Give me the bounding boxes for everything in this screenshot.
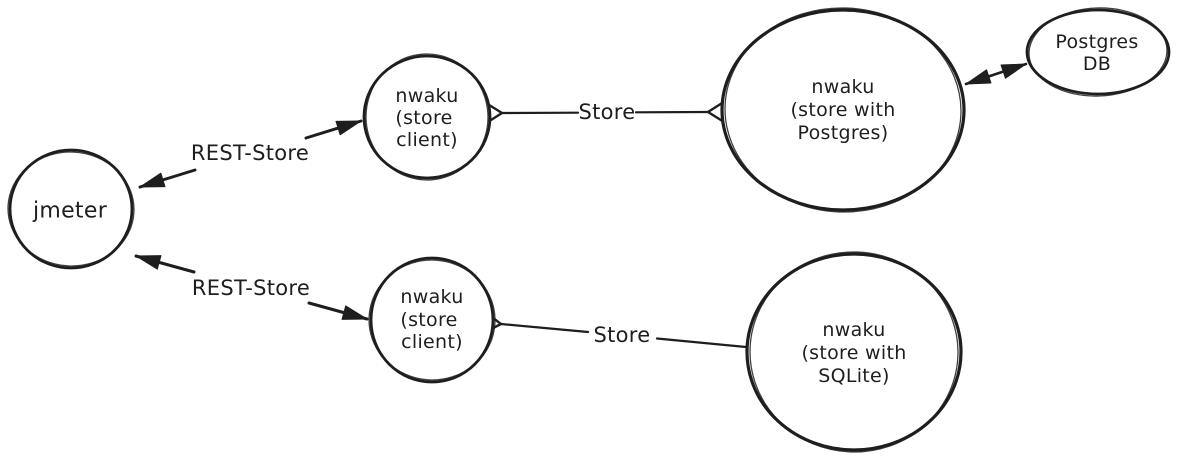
- node-store-client-bottom-label-line2: (store: [400, 309, 457, 331]
- node-jmeter-label: jmeter: [32, 199, 108, 224]
- node-jmeter: jmeter: [7, 148, 135, 270]
- edge-rest-store-top-line-right: [304, 119, 363, 140]
- node-store-client-top-label-line1: nwaku: [395, 85, 458, 107]
- node-store-postgres-label-line2: (store with: [790, 99, 895, 121]
- edge-postgres-db-link: [964, 62, 1028, 86]
- node-store-sqlite-label-line3: SQLite): [818, 365, 890, 387]
- node-postgres-db-circle-sketch: [1028, 7, 1168, 97]
- node-store-client-top-circle: [362, 54, 492, 180]
- edge-rest-store-bottom-line-right: [307, 301, 369, 321]
- edge-rest-store-top-label: REST-Store: [191, 141, 309, 165]
- node-store-client-top-label-line2: (store: [395, 107, 452, 129]
- node-store-sqlite-circle-sketch: [749, 251, 959, 453]
- node-store-client-top-label-line3: client): [396, 129, 458, 151]
- node-jmeter-circle-sketch: [7, 151, 135, 267]
- node-store-client-bottom-circle-sketch: [368, 259, 496, 381]
- node-store-sqlite: nwaku (store with SQLite): [745, 251, 963, 453]
- edge-store-top-label: Store: [578, 100, 635, 124]
- edge-rest-store-top-line-left: [138, 168, 197, 189]
- node-store-client-bottom-label-line1: nwaku: [400, 286, 463, 308]
- edge-rest-store-bottom: REST-Store: [134, 254, 369, 321]
- node-store-client-bottom-circle: [369, 256, 495, 384]
- node-store-sqlite-label-line2: (store with: [801, 342, 906, 364]
- node-store-sqlite-label-line1: nwaku: [822, 319, 885, 341]
- edge-store-bottom-line-right: [655, 331, 776, 368]
- node-store-sqlite-circle: [745, 252, 963, 452]
- node-store-client-top: nwaku (store client): [362, 53, 492, 181]
- edge-store-bottom: Store: [471, 303, 776, 368]
- edge-rest-store-top: REST-Store: [138, 119, 363, 189]
- edge-store-top: Store: [473, 93, 737, 132]
- edge-rest-store-bottom-line-left: [134, 254, 196, 274]
- node-store-postgres-label-line3: Postgres): [798, 122, 889, 144]
- edge-rest-store-bottom-label: REST-Store: [192, 276, 310, 300]
- node-postgres-db-label-line2: DB: [1083, 53, 1111, 75]
- node-store-client-top-circle-sketch: [365, 53, 489, 181]
- node-postgres-db: Postgres DB: [1025, 7, 1171, 97]
- node-store-client-bottom-label-line3: client): [401, 331, 463, 353]
- edge-store-bottom-label: Store: [593, 323, 650, 347]
- node-jmeter-circle: [8, 148, 134, 270]
- node-postgres-db-circle: [1025, 8, 1171, 96]
- edge-postgres-db-link-line: [964, 62, 1028, 86]
- node-store-postgres-circle-sketch: [724, 7, 962, 213]
- node-store-postgres-label-line1: nwaku: [811, 76, 874, 98]
- node-store-postgres-circle: [720, 8, 966, 212]
- node-postgres-db-label-line1: Postgres: [1055, 31, 1138, 53]
- edge-store-bottom-line-left: [471, 303, 590, 340]
- node-store-postgres: nwaku (store with Postgres): [720, 7, 966, 213]
- node-store-client-bottom: nwaku (store client): [368, 256, 496, 384]
